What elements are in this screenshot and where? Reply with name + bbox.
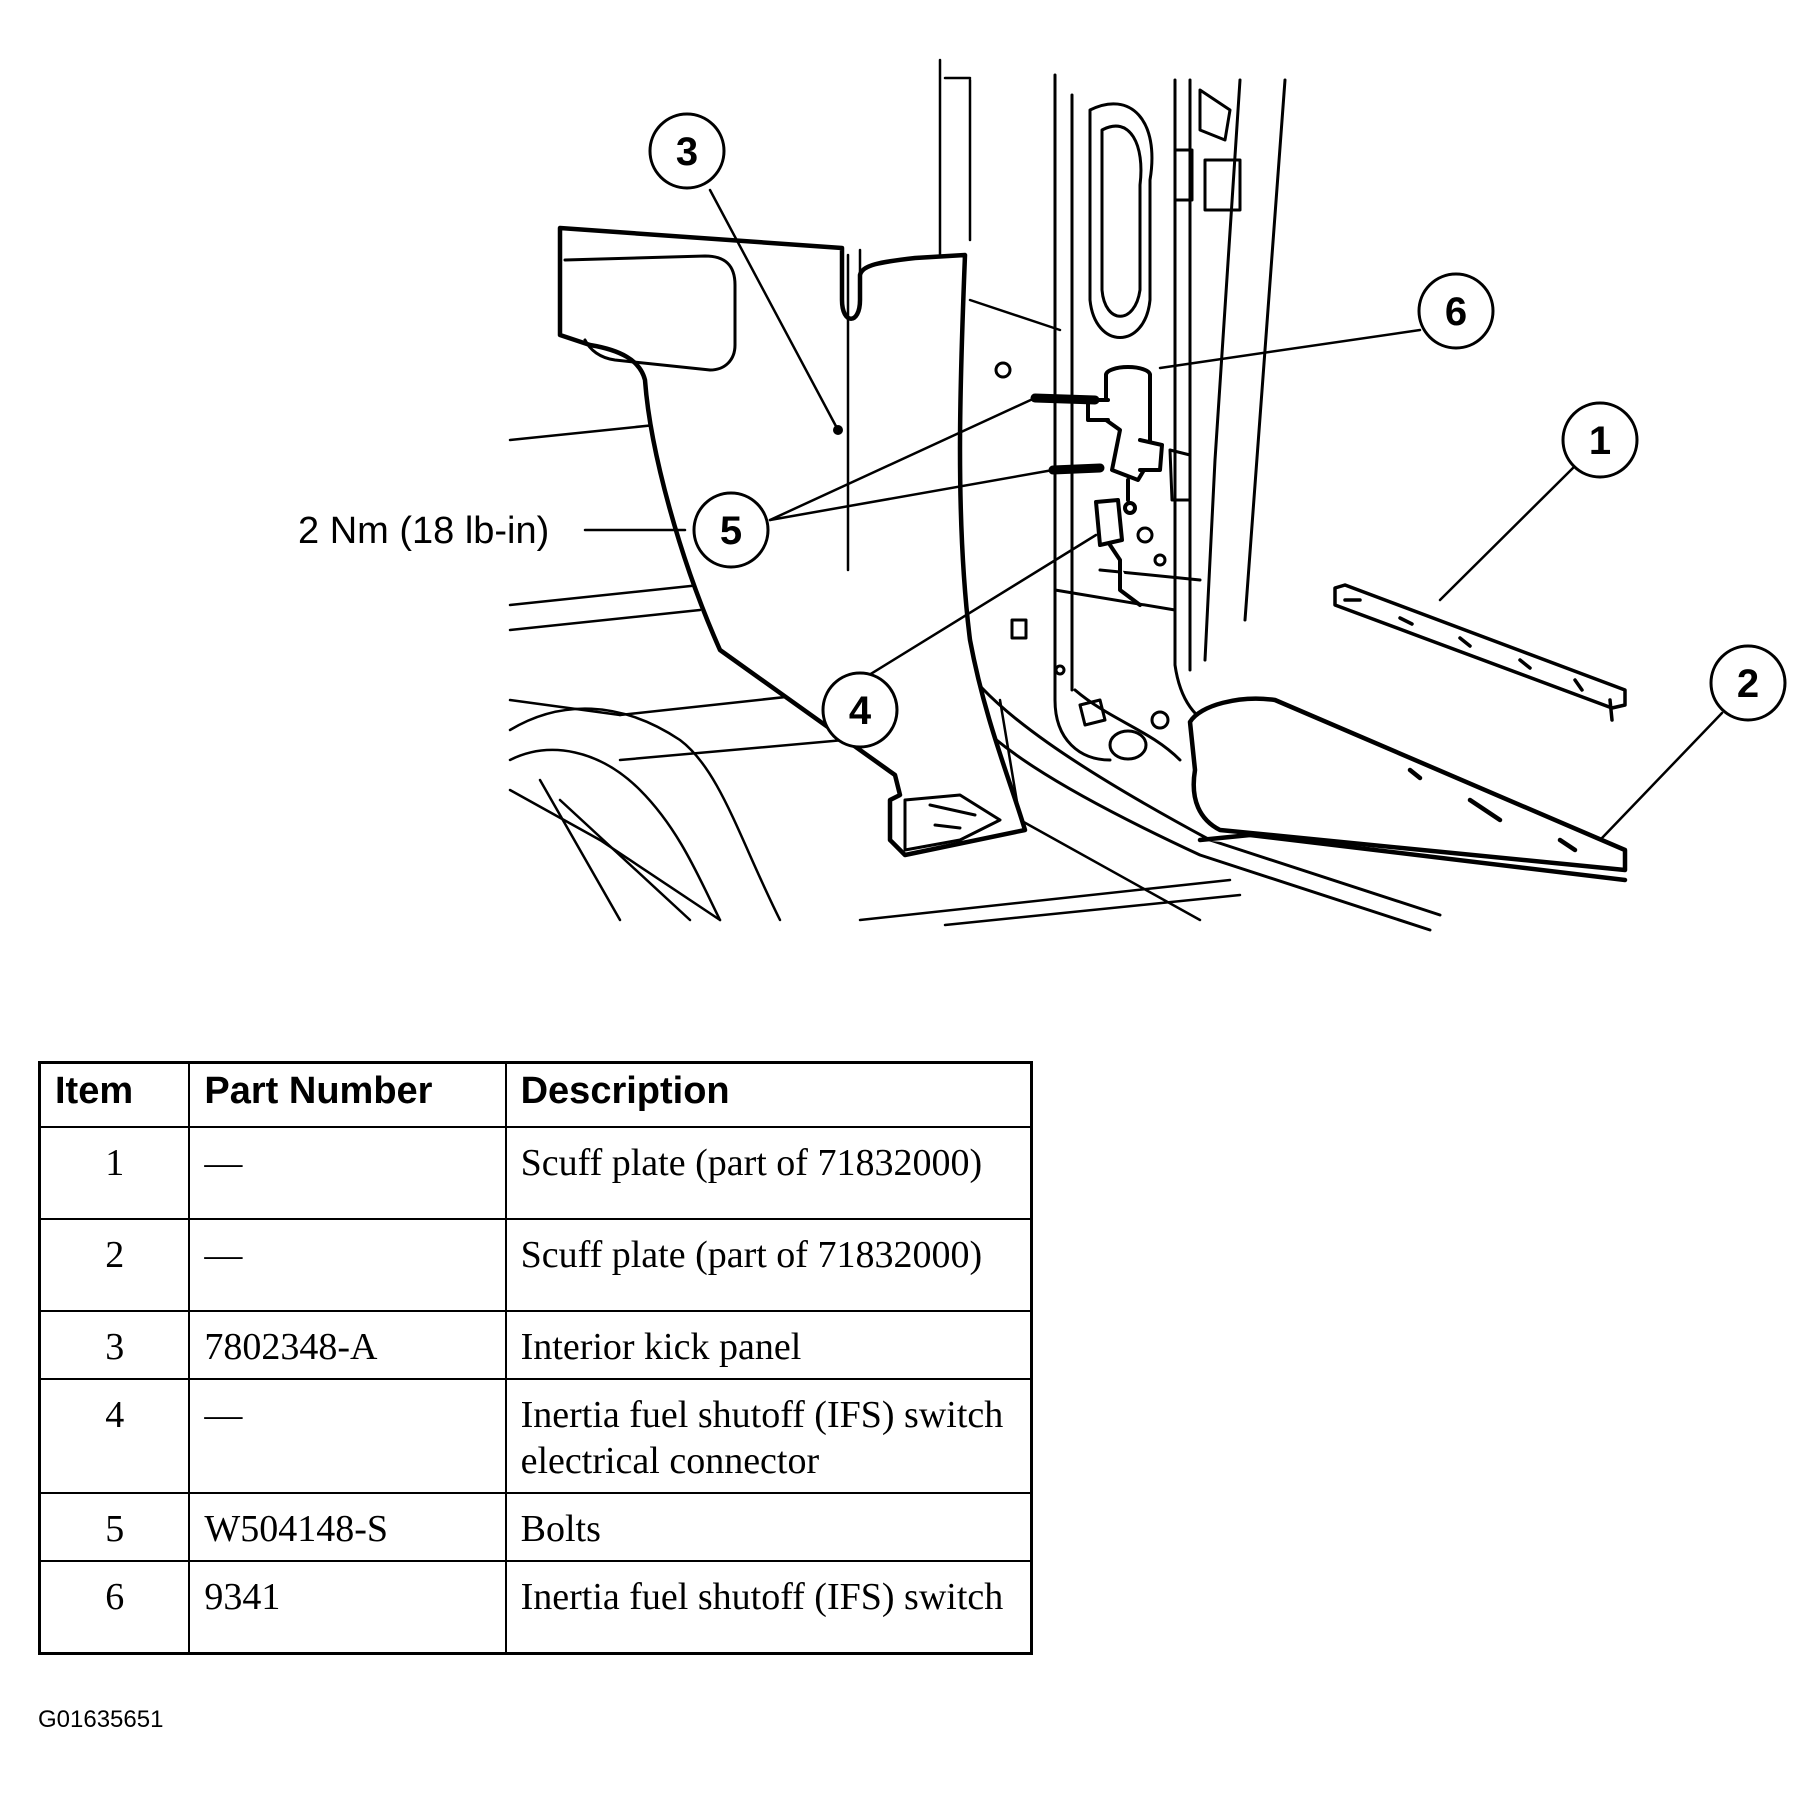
header-item: Item: [38, 1061, 191, 1128]
svg-text:4: 4: [849, 689, 872, 733]
callout-5: 5: [692, 491, 770, 569]
description-cell: Scuff plate (part of 71832000): [504, 1126, 1033, 1220]
item-cell: 1: [38, 1126, 191, 1220]
part-number-cell: —: [188, 1126, 507, 1220]
parts-table: Item Part Number Description 1 — Scuff p…: [38, 1061, 1033, 1655]
part-number-cell: —: [188, 1378, 507, 1494]
callout-3: 3: [648, 112, 726, 190]
callout-1: 1: [1561, 401, 1639, 479]
description-cell: Bolts: [504, 1492, 1033, 1562]
floor-carpet: [508, 707, 782, 922]
part-number-cell: —: [188, 1218, 507, 1312]
part-number-cell: 9341: [188, 1560, 507, 1654]
item-cell: 3: [38, 1310, 191, 1380]
table-row: 4 — Inertia fuel shutoff (IFS) switch el…: [38, 1378, 1033, 1494]
part-number-cell: W504148-S: [188, 1492, 507, 1562]
item-cell: 4: [38, 1378, 191, 1494]
header-part-number: Part Number: [188, 1061, 507, 1128]
scuff-plate-1: [1333, 583, 1627, 722]
description-cell: Scuff plate (part of 71832000): [504, 1218, 1033, 1312]
item-cell: 5: [38, 1492, 191, 1562]
ifs-switch: [1086, 365, 1164, 502]
bolts: [1030, 393, 1105, 475]
svg-text:6: 6: [1445, 290, 1467, 334]
leader-lines: [583, 188, 1724, 840]
callout-2: 2: [1709, 644, 1787, 722]
torque-label: 2 Nm (18 lb-in): [298, 510, 549, 552]
floor-carpet-edge: [508, 748, 722, 922]
svg-text:5: 5: [720, 509, 742, 553]
item-cell: 6: [38, 1560, 191, 1654]
header-description: Description: [504, 1061, 1033, 1128]
callout-4: 4: [821, 671, 899, 749]
scuff-plate-2: [1187, 696, 1628, 883]
item-cell: 2: [38, 1218, 191, 1312]
callout-6: 6: [1417, 272, 1495, 350]
figure-id: G01635651: [38, 1706, 164, 1733]
kick-panel-pocket: [563, 254, 737, 372]
description-cell: Inertia fuel shutoff (IFS) switch electr…: [504, 1378, 1033, 1494]
description-cell: Inertia fuel shutoff (IFS) switch: [504, 1560, 1033, 1654]
table-row: 6 9341 Inertia fuel shutoff (IFS) switch: [38, 1560, 1033, 1654]
ifs-connector: [1094, 498, 1142, 607]
part-number-cell: 7802348-A: [188, 1310, 507, 1380]
table-row: 3 7802348-A Interior kick panel: [38, 1310, 1033, 1380]
table-header-row: Item Part Number Description: [38, 1061, 1033, 1128]
kick-panel-bolt: [994, 361, 1012, 379]
table-row: 1 — Scuff plate (part of 71832000): [38, 1126, 1033, 1220]
svg-text:3: 3: [676, 130, 698, 174]
kick-panel-foot: [903, 793, 1002, 852]
kick-panel: [557, 225, 1028, 858]
table-row: 5 W504148-S Bolts: [38, 1492, 1033, 1562]
svg-text:1: 1: [1589, 419, 1611, 463]
kick-panel-diagram: 1 2 3 4 5 6 2 Nm (18 lb-in): [298, 58, 1787, 932]
svg-text:2: 2: [1737, 662, 1759, 706]
description-cell: Interior kick panel: [504, 1310, 1033, 1380]
table-row: 2 — Scuff plate (part of 71832000): [38, 1218, 1033, 1312]
